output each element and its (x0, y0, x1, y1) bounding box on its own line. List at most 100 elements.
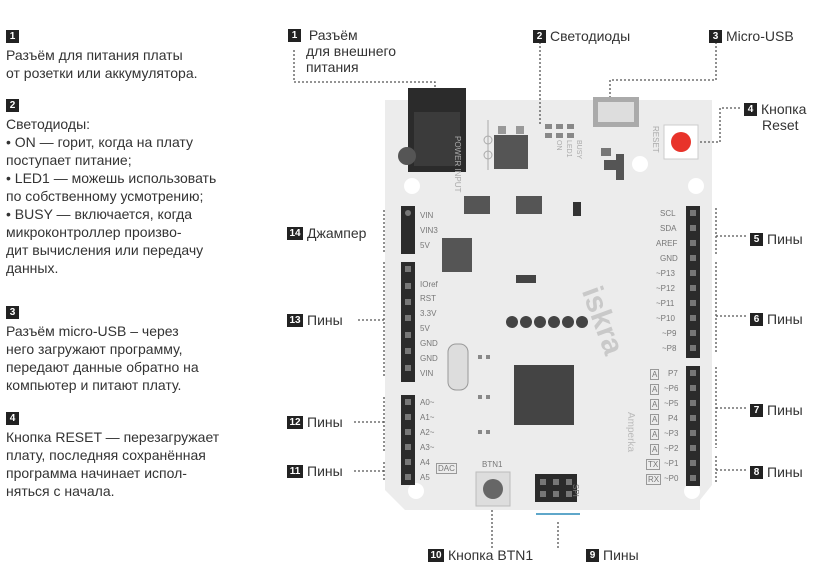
mount-hole (688, 178, 704, 194)
digital-pin-label: ~P11 (656, 299, 675, 308)
number-badge: 9 (586, 548, 599, 562)
power-pin-label: IOref (420, 280, 438, 289)
digital-header-top (686, 206, 700, 358)
mount-hole (408, 483, 424, 499)
digital-pin-prefix: RX (646, 474, 662, 485)
digital-pin-label: ~P0 (664, 474, 679, 483)
power-pin-label: RST (420, 294, 436, 303)
jumper-label-5v: 5V (420, 241, 430, 250)
regulator-chip (494, 135, 528, 169)
description-4: 4 Кнопка RESET — перезагружает плату, по… (6, 411, 220, 499)
led-label-busy: BUSY (575, 140, 582, 160)
reset-label: RESET (651, 126, 660, 153)
number-badge: 6 (750, 312, 763, 326)
digital-pin-label: ~P6 (664, 384, 679, 393)
analog-pin-label: A2~ (420, 428, 435, 437)
number-badge: 11 (287, 464, 303, 478)
jumper-label-vin3: VIN3 (420, 226, 438, 235)
digital-pin-label: P7 (668, 369, 678, 378)
digital-pin-label: ~P3 (664, 429, 679, 438)
microcontroller (514, 365, 574, 425)
analog-pin-label: A1~ (420, 413, 435, 422)
digital-pin-prefix: TX (646, 459, 661, 470)
btn1-label: BTN1 (482, 460, 503, 469)
jumper-header (401, 206, 415, 254)
mount-hole (684, 483, 700, 499)
btn1-button (483, 479, 503, 499)
number-badge: 8 (750, 465, 763, 479)
number-badge: 2 (533, 29, 546, 43)
analog-pin-label: A5 (420, 473, 430, 482)
jumper-label-vin: VIN (420, 211, 434, 220)
digital-pin-prefix: A (650, 414, 660, 425)
number-badge: 13 (287, 313, 303, 327)
reset-button (671, 132, 691, 152)
digital-pin-prefix: A (650, 384, 660, 395)
analog-pin-label: A3~ (420, 443, 435, 452)
callout-1: 1 Разъём для внешнего питания (288, 26, 396, 75)
led-label-led1: LED1 (565, 140, 572, 158)
digital-pin-prefix: A (650, 429, 660, 440)
analog-pin-label: A4 (420, 458, 430, 467)
description-2: 2 Светодиоды: • ON — горит, когда на пла… (6, 98, 217, 276)
number-badge: 10 (428, 548, 444, 562)
digital-pin-label: ~P8 (662, 344, 677, 353)
maker-logo: Amperka (625, 412, 636, 453)
power-pin-label: GND (420, 339, 438, 348)
number-badge: 4 (6, 411, 19, 425)
digital-pin-label: ~P2 (664, 444, 679, 453)
analog-pin-label: A0~ (420, 398, 435, 407)
power-input-label: POWER INPUT (453, 136, 462, 193)
description-1: 1 Разъём для питания платы от розетки ил… (6, 29, 198, 81)
number-badge: 3 (6, 305, 19, 319)
analog-header (401, 395, 415, 485)
digital-pin-label: P4 (668, 414, 678, 423)
digital-pin-label: GND (660, 254, 678, 263)
digital-pin-label: AREF (656, 239, 678, 248)
number-badge: 4 (744, 102, 757, 116)
dac-label: DAC (436, 463, 457, 474)
number-badge: 1 (288, 28, 301, 42)
number-badge: 7 (750, 403, 763, 417)
power-pin-label: GND (420, 354, 438, 363)
power-pin-label: 5V (420, 324, 430, 333)
power-header (401, 262, 415, 382)
digital-header-bottom (686, 366, 700, 486)
led-label-on: ON (555, 140, 562, 151)
number-badge: 14 (287, 226, 303, 240)
power-pin-label: VIN (420, 369, 434, 378)
mount-hole (404, 178, 420, 194)
digital-pin-prefix: A (650, 399, 660, 410)
number-badge: 3 (709, 29, 722, 43)
number-badge: 1 (6, 29, 19, 43)
number-badge: 12 (287, 415, 303, 429)
digital-pin-label: SCL (660, 209, 676, 218)
digital-pin-label: SDA (660, 224, 677, 233)
mount-hole (632, 156, 648, 172)
digital-pin-label: ~P9 (662, 329, 677, 338)
digital-pin-label: ~P10 (656, 314, 675, 323)
digital-pin-prefix: A (650, 369, 660, 380)
number-badge: 5 (750, 232, 763, 246)
number-badge: 2 (6, 98, 19, 112)
digital-pin-prefix: A (650, 444, 660, 455)
digital-pin-label: ~P5 (664, 399, 679, 408)
digital-pin-label: ~P12 (656, 284, 675, 293)
description-3: 3 Разъём micro-USB – через него загружаю… (6, 305, 199, 393)
power-pin-label: 3.3V (420, 309, 437, 318)
spi-label: SPI (571, 484, 580, 497)
